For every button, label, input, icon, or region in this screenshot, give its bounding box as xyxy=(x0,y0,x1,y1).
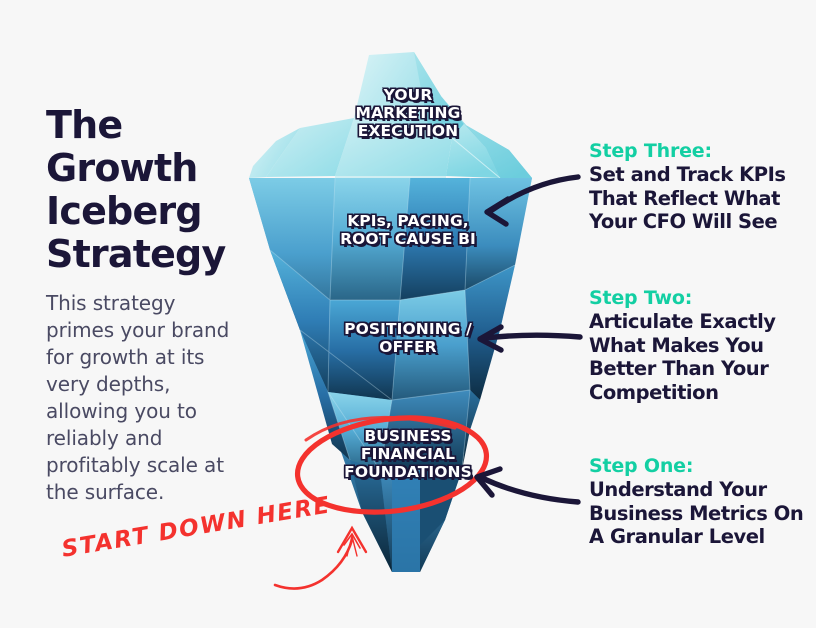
arrow-step-two-head xyxy=(477,324,504,353)
iceberg-above-water xyxy=(249,52,532,179)
step-two-body: Articulate Exactly What Makes You Better… xyxy=(589,310,776,404)
step-three-kicker: Step Three: xyxy=(589,140,712,162)
callout-step-two: Step Two: Articulate Exactly What Makes … xyxy=(589,287,811,404)
step-one-kicker: Step One: xyxy=(589,455,694,477)
callout-step-one: Step One: Understand Your Business Metri… xyxy=(589,455,811,549)
step-one-body: Understand Your Business Metrics On A Gr… xyxy=(589,478,804,548)
arrow-step-one-shaft xyxy=(479,475,581,505)
start-here-arrow xyxy=(273,525,368,590)
iceberg-below-water xyxy=(249,177,532,572)
callout-step-three: Step Three: Set and Track KPIs That Refl… xyxy=(589,140,811,234)
intro-paragraph: This strategy primes your brand for grow… xyxy=(46,291,230,504)
red-highlight-ellipse xyxy=(294,415,490,515)
arrow-step-two-shaft xyxy=(482,332,583,341)
intro-column: The Growth Iceberg Strategy This strateg… xyxy=(46,104,246,506)
step-two-kicker: Step Two: xyxy=(589,287,693,309)
callout-arrows xyxy=(474,174,583,505)
step-three-body: Set and Track KPIs That Reflect What You… xyxy=(589,163,786,233)
page-title: The Growth Iceberg Strategy xyxy=(46,103,226,276)
arrow-step-one-head xyxy=(474,466,503,498)
arrow-step-three-head xyxy=(484,196,511,227)
